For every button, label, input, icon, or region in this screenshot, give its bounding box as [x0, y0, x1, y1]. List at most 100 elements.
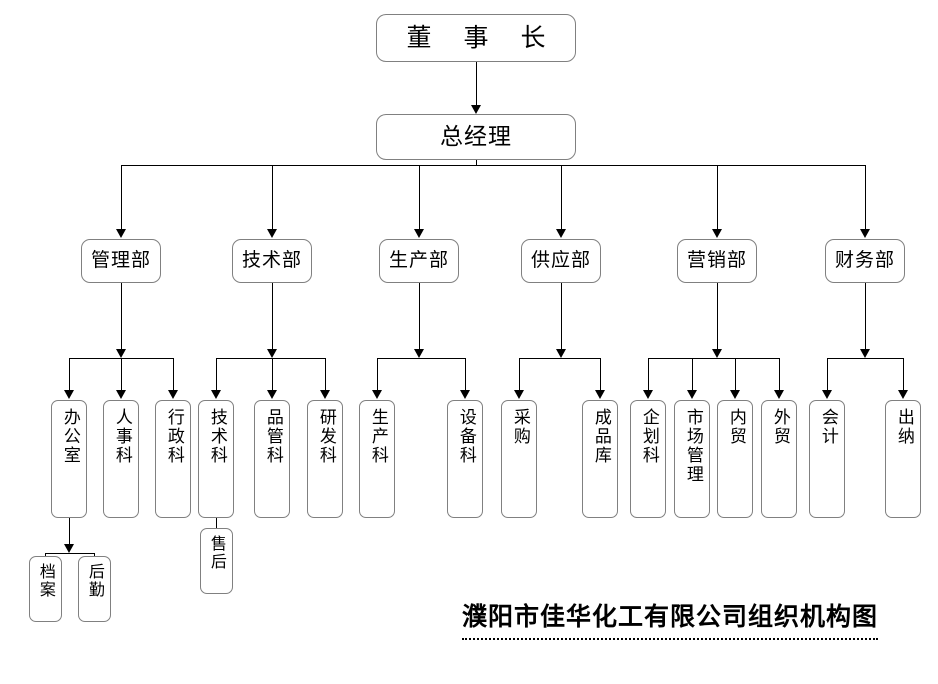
node-section-accounting[interactable]: 会计: [809, 400, 845, 518]
arrowhead-marketmgmt: [687, 390, 697, 399]
arrowhead-production-stem: [414, 349, 424, 358]
connector-finance-to-accounting: [827, 358, 828, 393]
connector-marketing-to-foreign: [779, 358, 780, 393]
arrowhead-gm: [471, 105, 481, 114]
connector-bus-to-dept-3: [419, 165, 420, 233]
node-unit-after-sales-label: 售后: [207, 535, 227, 571]
connector-finance-to-cashier: [903, 358, 904, 393]
connector-technology-to-rd: [325, 358, 326, 393]
node-department-marketing-label: 营销部: [686, 249, 747, 272]
node-section-domestic-trade[interactable]: 内贸: [717, 400, 753, 518]
node-section-quality-control[interactable]: 品管科: [254, 400, 290, 518]
node-section-accounting-label: 会计: [817, 408, 838, 446]
node-section-technical[interactable]: 技术科: [198, 400, 234, 518]
node-section-foreign-trade-label: 外贸: [769, 408, 790, 446]
node-section-purchasing-label: 采购: [509, 408, 530, 446]
connector-production-to-equipment: [465, 358, 466, 393]
connector-production-to-prodsection: [377, 358, 378, 393]
arrowhead-dept-6: [860, 229, 870, 238]
node-section-cashier[interactable]: 出纳: [885, 400, 921, 518]
arrowhead-domestic: [730, 390, 740, 399]
node-section-hr[interactable]: 人事科: [103, 400, 139, 518]
node-section-foreign-trade[interactable]: 外贸: [761, 400, 797, 518]
node-section-planning[interactable]: 企划科: [630, 400, 666, 518]
connector-bus-to-dept-6: [865, 165, 866, 233]
arrowhead-admin: [168, 390, 178, 399]
connector-management-stem: [121, 283, 122, 350]
connector-technology-stem: [272, 283, 273, 350]
node-unit-logistics[interactable]: 后勤: [78, 556, 111, 622]
node-department-supply-label: 供应部: [530, 249, 591, 272]
node-section-technical-label: 技术科: [206, 408, 227, 465]
node-department-management-label: 管理部: [90, 249, 151, 272]
node-unit-logistics-label: 后勤: [85, 563, 105, 599]
bus-production-children: [377, 358, 465, 359]
node-section-cashier-label: 出纳: [893, 408, 914, 446]
connector-management-to-hr: [121, 358, 122, 393]
bus-departments: [121, 165, 865, 166]
connector-supply-stem: [561, 283, 562, 350]
arrowhead-dept-2: [267, 229, 277, 238]
node-section-quality-control-label: 品管科: [262, 408, 283, 465]
connector-technology-to-qc: [272, 358, 273, 393]
node-section-research-development[interactable]: 研发科: [307, 400, 343, 518]
node-department-supply[interactable]: 供应部: [521, 239, 601, 283]
node-department-production[interactable]: 生产部: [379, 239, 459, 283]
arrowhead-dept-1: [116, 229, 126, 238]
node-section-finished-goods-warehouse[interactable]: 成品库: [582, 400, 618, 518]
node-section-domestic-trade-label: 内贸: [725, 408, 746, 446]
connector-gm-drop: [476, 160, 477, 166]
connector-supply-to-purchasing: [519, 358, 520, 393]
node-section-finished-goods-warehouse-label: 成品库: [590, 408, 611, 465]
connector-bus-to-dept-4: [561, 165, 562, 233]
node-section-production-label: 生产科: [367, 408, 388, 465]
connector-marketing-stem: [717, 283, 718, 350]
arrowhead-hr: [116, 390, 126, 399]
arrowhead-dept-4: [556, 229, 566, 238]
node-section-equipment[interactable]: 设备科: [447, 400, 483, 518]
connector-technology-to-techsection: [216, 358, 217, 393]
arrowhead-dept-3: [414, 229, 424, 238]
arrowhead-foreign: [774, 390, 784, 399]
node-section-administration-label: 行政科: [163, 408, 184, 465]
arrowhead-accounting: [822, 390, 832, 399]
node-department-technology[interactable]: 技术部: [232, 239, 312, 283]
node-general-manager-label: 总经理: [440, 123, 512, 150]
connector-supply-to-warehouse: [600, 358, 601, 393]
node-section-production[interactable]: 生产科: [359, 400, 395, 518]
connector-management-to-office: [69, 358, 70, 393]
node-section-office[interactable]: 办公室: [51, 400, 87, 518]
connector-bus-to-dept-5: [717, 165, 718, 233]
node-section-hr-label: 人事科: [111, 408, 132, 465]
node-department-finance-label: 财务部: [834, 249, 895, 272]
node-department-production-label: 生产部: [388, 249, 449, 272]
node-chairman[interactable]: 董 事 长: [376, 14, 576, 62]
arrowhead-finance-stem: [860, 349, 870, 358]
bus-finance-children: [827, 358, 903, 359]
arrowhead-planning: [643, 390, 653, 399]
bus-technology-children: [216, 358, 325, 359]
node-section-administration[interactable]: 行政科: [155, 400, 191, 518]
arrowhead-qc: [267, 390, 277, 399]
node-section-market-management[interactable]: 市场管理: [674, 400, 710, 518]
node-department-finance[interactable]: 财务部: [825, 239, 905, 283]
arrowhead-marketing-stem: [712, 349, 722, 358]
connector-bus-to-dept-1: [121, 165, 122, 233]
node-general-manager[interactable]: 总经理: [376, 114, 576, 160]
node-chairman-label: 董 事 长: [406, 22, 558, 52]
node-section-purchasing[interactable]: 采购: [501, 400, 537, 518]
node-section-equipment-label: 设备科: [455, 408, 476, 465]
bus-supply-children: [519, 358, 600, 359]
node-department-management[interactable]: 管理部: [81, 239, 161, 283]
node-unit-after-sales[interactable]: 售后: [200, 528, 233, 594]
arrowhead-purchasing: [514, 390, 524, 399]
arrowhead-techsection: [211, 390, 221, 399]
bus-marketing-children: [648, 358, 779, 359]
node-section-research-development-label: 研发科: [315, 408, 336, 465]
node-department-marketing[interactable]: 营销部: [677, 239, 757, 283]
arrowhead-prodsection: [372, 390, 382, 399]
node-unit-archive[interactable]: 档案: [29, 556, 62, 622]
arrowhead-equipment: [460, 390, 470, 399]
arrowhead-technology-stem: [267, 349, 277, 358]
